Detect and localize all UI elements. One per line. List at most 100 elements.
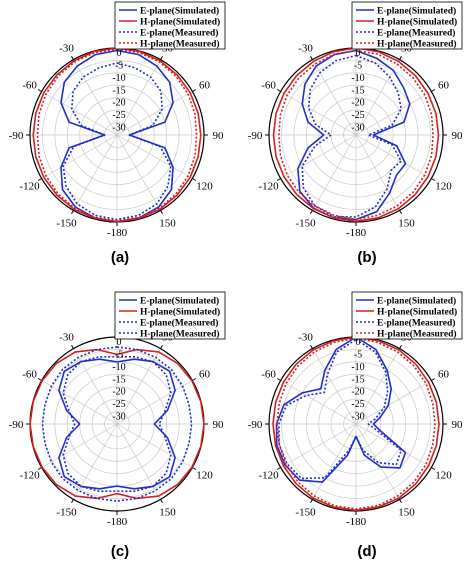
grid-spoke [116, 134, 161, 211]
legend-entry: H-plane(Simulated) [140, 17, 220, 28]
legend-entry: H-plane(Simulated) [140, 307, 220, 318]
series-2-line [272, 336, 440, 512]
legend-entry: E-plane(Measured) [377, 28, 455, 39]
theta-tick-label: -120 [19, 181, 40, 193]
grid-spoke [73, 59, 118, 136]
theta-tick-mark [431, 467, 436, 470]
grid-spoke [355, 91, 432, 136]
r-tick-label: -25 [112, 110, 125, 121]
r-tick-label: -15 [112, 374, 125, 385]
theta-tick-label: -30 [59, 43, 74, 55]
grid-spoke [280, 91, 357, 136]
grid-spoke [355, 423, 432, 468]
r-tick-label: 0 [356, 48, 361, 59]
theta-tick-mark [431, 89, 436, 92]
theta-tick-label: 90 [213, 130, 225, 142]
theta-tick-mark [276, 89, 281, 92]
theta-tick-mark [276, 178, 281, 181]
r-tick-label: -10 [351, 362, 364, 373]
theta-tick-mark [160, 210, 163, 215]
polar-panel-2: 0-5-10-15-20-25-300306090120150-180-150-… [248, 1, 463, 266]
legend-entry: E-plane(Measured) [377, 318, 455, 329]
theta-tick-label: 60 [438, 80, 450, 92]
legend-entry: E-plane(Simulated) [140, 296, 219, 307]
theta-tick-mark [310, 344, 313, 349]
theta-tick-mark [399, 55, 402, 60]
theta-tick-label: -180 [346, 227, 367, 239]
r-tick-label: -25 [112, 399, 125, 410]
theta-tick-mark [192, 178, 197, 181]
theta-tick-label: 60 [438, 369, 450, 381]
series-2-line [29, 348, 205, 500]
r-tick-label: -30 [112, 123, 125, 134]
r-tick-label: -20 [112, 98, 125, 109]
theta-tick-mark [37, 378, 42, 381]
theta-tick-label: 60 [199, 80, 211, 92]
theta-tick-mark [192, 467, 197, 470]
legend-entry: E-plane(Measured) [140, 28, 218, 39]
theta-tick-mark [160, 55, 163, 60]
theta-tick-mark [71, 55, 74, 60]
theta-tick-label: -180 [107, 516, 128, 528]
series-2-line [272, 47, 440, 223]
theta-tick-label: -90 [248, 130, 263, 142]
grid-spoke [355, 134, 432, 179]
r-tick-label: -5 [115, 60, 123, 71]
grid-spoke [41, 380, 118, 425]
theta-tick-label: 90 [452, 419, 464, 431]
r-tick-label: -10 [351, 73, 364, 84]
grid-spoke [355, 380, 432, 425]
legend-entry: H-plane(Measured) [377, 329, 457, 340]
legend: E-plane(Simulated)H-plane(Simulated)E-pl… [351, 1, 463, 50]
series-3-line [278, 338, 402, 480]
theta-tick-label: -150 [56, 217, 77, 229]
series-4-line [276, 337, 436, 510]
theta-tick-label: 60 [199, 369, 211, 381]
theta-tick-mark [310, 499, 313, 504]
theta-tick-label: -60 [22, 80, 37, 92]
theta-tick-label: 150 [398, 506, 415, 518]
theta-tick-mark [399, 344, 402, 349]
theta-tick-mark [276, 467, 281, 470]
r-tick-label: -25 [351, 399, 364, 410]
theta-tick-label: -150 [295, 506, 316, 518]
grid-spoke [41, 423, 118, 468]
theta-tick-label: -30 [59, 332, 74, 344]
theta-tick-label: -30 [298, 332, 313, 344]
grid-spoke [73, 134, 118, 211]
panel-label: (b) [357, 249, 376, 266]
grid-spoke [355, 134, 400, 211]
grid-spoke [116, 423, 193, 468]
theta-tick-label: -90 [9, 419, 24, 431]
series-4-line [41, 346, 193, 502]
grid-spoke [312, 134, 357, 211]
legend-entry: E-plane(Simulated) [377, 6, 456, 17]
r-tick-label: -5 [354, 60, 362, 71]
polar-panel-4: 0-5-10-15-20-25-300306090120150-180-150-… [248, 291, 464, 560]
panel-label: (a) [111, 249, 129, 266]
theta-tick-label: 120 [435, 470, 452, 482]
theta-tick-label: 120 [435, 181, 452, 193]
theta-tick-label: 150 [159, 217, 176, 229]
grid-spoke [355, 59, 400, 136]
theta-tick-mark [192, 89, 197, 92]
series-1-line [58, 358, 176, 490]
r-tick-label: -30 [112, 412, 125, 423]
theta-tick-label: -60 [261, 80, 276, 92]
theta-tick-mark [431, 378, 436, 381]
theta-tick-label: -60 [261, 369, 276, 381]
theta-tick-mark [399, 210, 402, 215]
theta-tick-mark [310, 55, 313, 60]
theta-tick-label: -90 [248, 419, 263, 431]
legend: E-plane(Simulated)H-plane(Simulated)E-pl… [114, 1, 226, 50]
theta-tick-mark [71, 499, 74, 504]
theta-tick-label: -90 [9, 130, 24, 142]
theta-tick-label: 150 [159, 506, 176, 518]
grid-spoke [41, 134, 118, 179]
grid-spoke [355, 348, 400, 425]
legend-entry: E-plane(Simulated) [140, 6, 219, 17]
theta-tick-label: -120 [19, 470, 40, 482]
theta-tick-label: -180 [107, 227, 128, 239]
theta-tick-label: 120 [196, 470, 213, 482]
